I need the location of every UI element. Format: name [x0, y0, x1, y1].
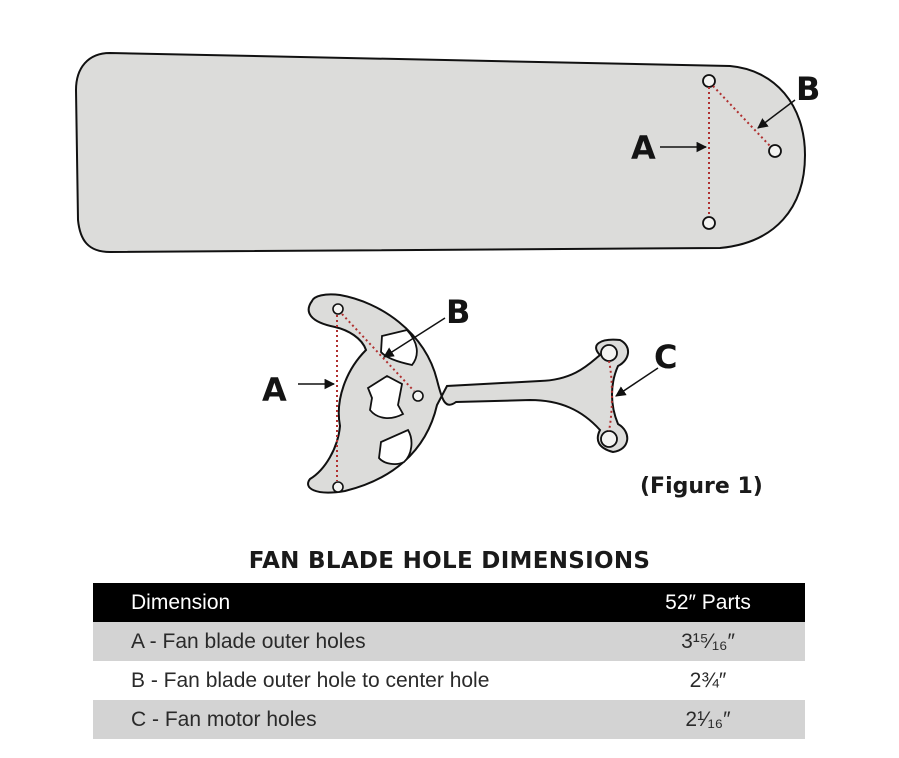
- bracket-pointer-c: [615, 367, 659, 397]
- blade-label-a: A: [631, 129, 656, 167]
- fan-blade: A B: [74, 51, 820, 254]
- row-dimension: A - Fan blade outer holes: [131, 629, 366, 653]
- row-dimension: B - Fan blade outer hole to center hole: [131, 668, 490, 692]
- blade-label-b: B: [796, 70, 820, 108]
- row-value: 3¹⁵⁄₁₆″: [681, 629, 735, 653]
- table-title: FAN BLADE HOLE DIMENSIONS: [248, 548, 651, 574]
- blade-hole-bottom: [702, 216, 716, 230]
- table-row: C - Fan motor holes 2¹⁄₁₆″: [93, 700, 805, 739]
- header-parts: 52″ Parts: [665, 590, 751, 614]
- row-value: 2¹⁄₁₆″: [685, 707, 731, 731]
- fan-blade-outline: [74, 51, 807, 254]
- header-dimension: Dimension: [131, 590, 231, 614]
- bracket-label-b: B: [446, 293, 470, 331]
- bracket-hole-top: [332, 303, 344, 315]
- bracket-label-a: A: [262, 371, 287, 409]
- row-value: 2¾″: [689, 668, 727, 692]
- blade-hole-center: [768, 144, 782, 158]
- bracket-cutout-lower: [378, 428, 413, 465]
- fan-blade-diagram: A B A B C: [74, 51, 820, 494]
- bracket-label-c: C: [654, 338, 677, 376]
- blade-bracket: A B C: [262, 293, 677, 494]
- table-row: B - Fan blade outer hole to center hole …: [93, 661, 805, 700]
- bracket-hole-bottom: [332, 481, 344, 493]
- table-row: A - Fan blade outer holes 3¹⁵⁄₁₆″: [93, 622, 805, 661]
- blade-pointer-b: [757, 99, 796, 129]
- blade-hole-top: [702, 74, 716, 88]
- dimensions-table: Dimension 52″ Parts A - Fan blade outer …: [93, 583, 805, 739]
- bracket-dimension-c-line: [608, 360, 613, 432]
- bracket-cutout-center: [366, 374, 405, 419]
- motor-hole-bottom: [600, 430, 618, 448]
- bracket-pointer-b: [383, 317, 446, 358]
- table-header-row: Dimension 52″ Parts: [93, 583, 805, 622]
- row-dimension: C - Fan motor holes: [131, 707, 317, 731]
- blade-dimension-b-line: [712, 85, 771, 147]
- motor-hole-top: [600, 344, 618, 362]
- bracket-hole-center: [412, 390, 424, 402]
- figure-caption: (Figure 1): [640, 474, 763, 499]
